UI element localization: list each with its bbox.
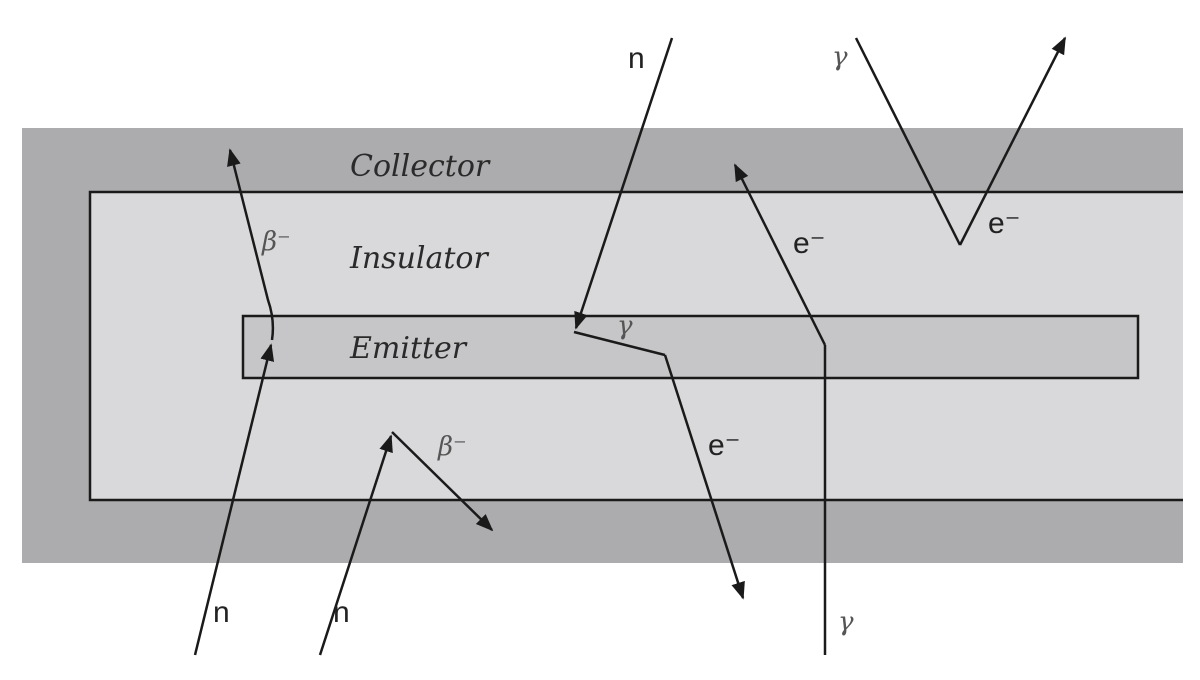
- neutron-track-1: [193, 343, 275, 656]
- neutron-label-3: n: [628, 42, 645, 75]
- beta-track-1: [227, 148, 275, 341]
- beta-label-1: β⁻: [261, 227, 291, 257]
- gamma-label-3: γ: [617, 311, 633, 341]
- collector-label: Collector: [350, 149, 491, 184]
- gamma-label-5: γ: [832, 42, 848, 72]
- beta-label-2: β⁻: [437, 432, 467, 462]
- electron-track-4: [733, 163, 827, 346]
- emitter-layer: [241, 314, 1140, 380]
- electron-label-5: e⁻: [988, 207, 1021, 240]
- neutron-label-1: n: [213, 596, 230, 629]
- beta-track-2: [391, 431, 494, 532]
- gamma-label-4: γ: [838, 607, 854, 637]
- emitter-label: Emitter: [349, 331, 468, 366]
- electron-track-5: [958, 36, 1067, 246]
- neutron-track-2: [318, 434, 393, 656]
- gamma-track-3: [573, 330, 666, 357]
- electron-label-4: e⁻: [793, 227, 826, 260]
- electron-track-3: [663, 354, 745, 600]
- neutron-label-2: n: [333, 596, 350, 629]
- neutron-track-3: [574, 37, 674, 330]
- gamma-track-5: [854, 37, 962, 246]
- electron-label-3: e⁻: [708, 429, 741, 462]
- insulator-label: Insulator: [349, 241, 489, 276]
- insulator-border: [88, 190, 1183, 502]
